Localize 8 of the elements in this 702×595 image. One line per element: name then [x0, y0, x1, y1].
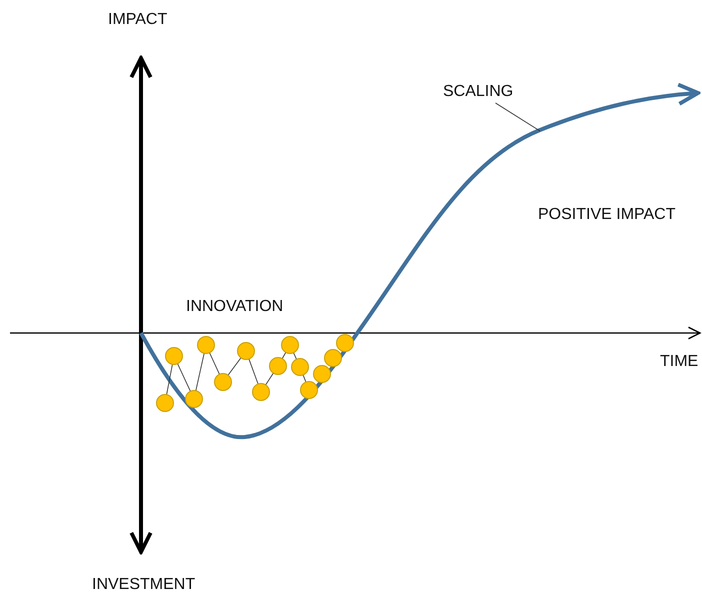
curve: [139, 82, 700, 439]
axis-label: TIME: [660, 352, 698, 372]
axis-label: IMPACT: [108, 10, 168, 30]
leader-line: [495, 102, 540, 132]
curve-label: SCALING: [443, 82, 514, 102]
axis-label: POSITIVE IMPACT: [538, 205, 676, 225]
axis-label: INVESTMENT: [92, 575, 196, 595]
axis-label: INNOVATION: [186, 297, 284, 317]
